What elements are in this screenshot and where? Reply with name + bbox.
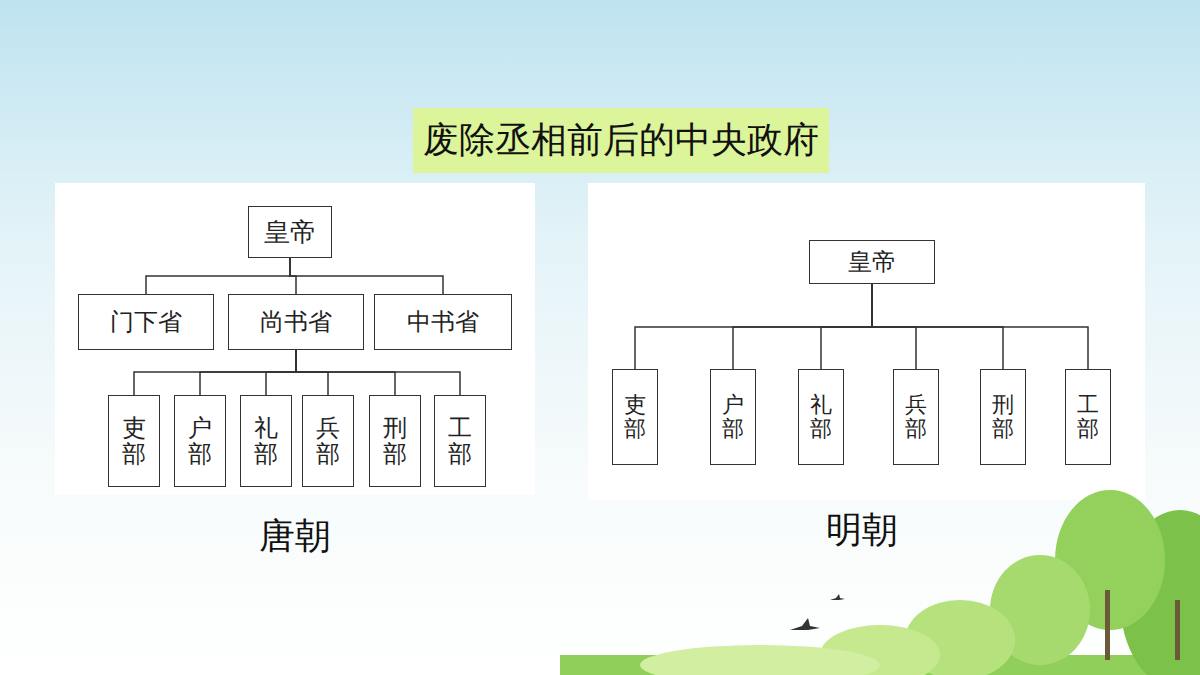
ministry-box: 兵部 — [302, 395, 354, 487]
node-text: 中书省 — [407, 306, 479, 338]
node-text: 门下省 — [110, 306, 182, 338]
tree-connector — [266, 350, 296, 395]
node-text: 皇帝 — [264, 215, 316, 250]
ministry-box: 刑部 — [980, 369, 1026, 465]
node-text: 刑部 — [383, 415, 407, 468]
dynasty-caption: 明朝 — [826, 506, 898, 555]
node-text: 工部 — [448, 415, 472, 468]
node-text: 户部 — [188, 415, 212, 468]
tree-connector — [821, 284, 872, 369]
ministry-box: 礼部 — [240, 395, 292, 487]
tree-connector — [296, 350, 460, 395]
office-box: 中书省 — [374, 294, 512, 350]
tree-connector — [290, 258, 296, 294]
office-box: 皇帝 — [248, 206, 332, 258]
tree-connector — [296, 350, 328, 395]
node-text: 兵部 — [316, 415, 340, 468]
tree-connector — [733, 284, 872, 369]
node-text: 户部 — [722, 393, 744, 441]
office-box: 门下省 — [78, 294, 214, 350]
ministry-box: 礼部 — [798, 369, 844, 465]
node-text: 吏部 — [122, 415, 146, 468]
node-text: 皇帝 — [848, 246, 896, 278]
node-text: 吏部 — [624, 393, 646, 441]
node-text: 刑部 — [992, 393, 1014, 441]
tree-connector — [635, 284, 872, 369]
slide-title: 废除丞相前后的中央政府 — [413, 108, 829, 173]
tree-connector — [872, 284, 1088, 369]
tree-connector — [872, 284, 1003, 369]
office-box: 皇帝 — [809, 240, 935, 284]
tree-connector — [134, 350, 296, 395]
ministry-box: 工部 — [1065, 369, 1111, 465]
tree-connector — [200, 350, 296, 395]
ministry-box: 户部 — [710, 369, 756, 465]
ming-panel — [588, 183, 1145, 500]
ministry-box: 兵部 — [893, 369, 939, 465]
tree-connector — [296, 350, 395, 395]
tree-connector — [872, 284, 916, 369]
tree-connector — [290, 258, 443, 294]
office-box: 尚书省 — [228, 294, 364, 350]
dynasty-caption: 唐朝 — [259, 512, 331, 561]
node-text: 兵部 — [905, 393, 927, 441]
bird — [830, 594, 845, 600]
ministry-box: 工部 — [434, 395, 486, 487]
node-text: 尚书省 — [260, 306, 332, 338]
ministry-box: 户部 — [174, 395, 226, 487]
tree-connector — [146, 258, 290, 294]
bird — [790, 618, 820, 630]
tang-panel — [55, 183, 535, 495]
ministry-box: 刑部 — [369, 395, 421, 487]
trees — [560, 490, 1200, 675]
node-text: 礼部 — [254, 415, 278, 468]
ministry-box: 吏部 — [612, 369, 658, 465]
node-text: 礼部 — [810, 393, 832, 441]
ministry-box: 吏部 — [108, 395, 160, 487]
node-text: 工部 — [1077, 393, 1099, 441]
